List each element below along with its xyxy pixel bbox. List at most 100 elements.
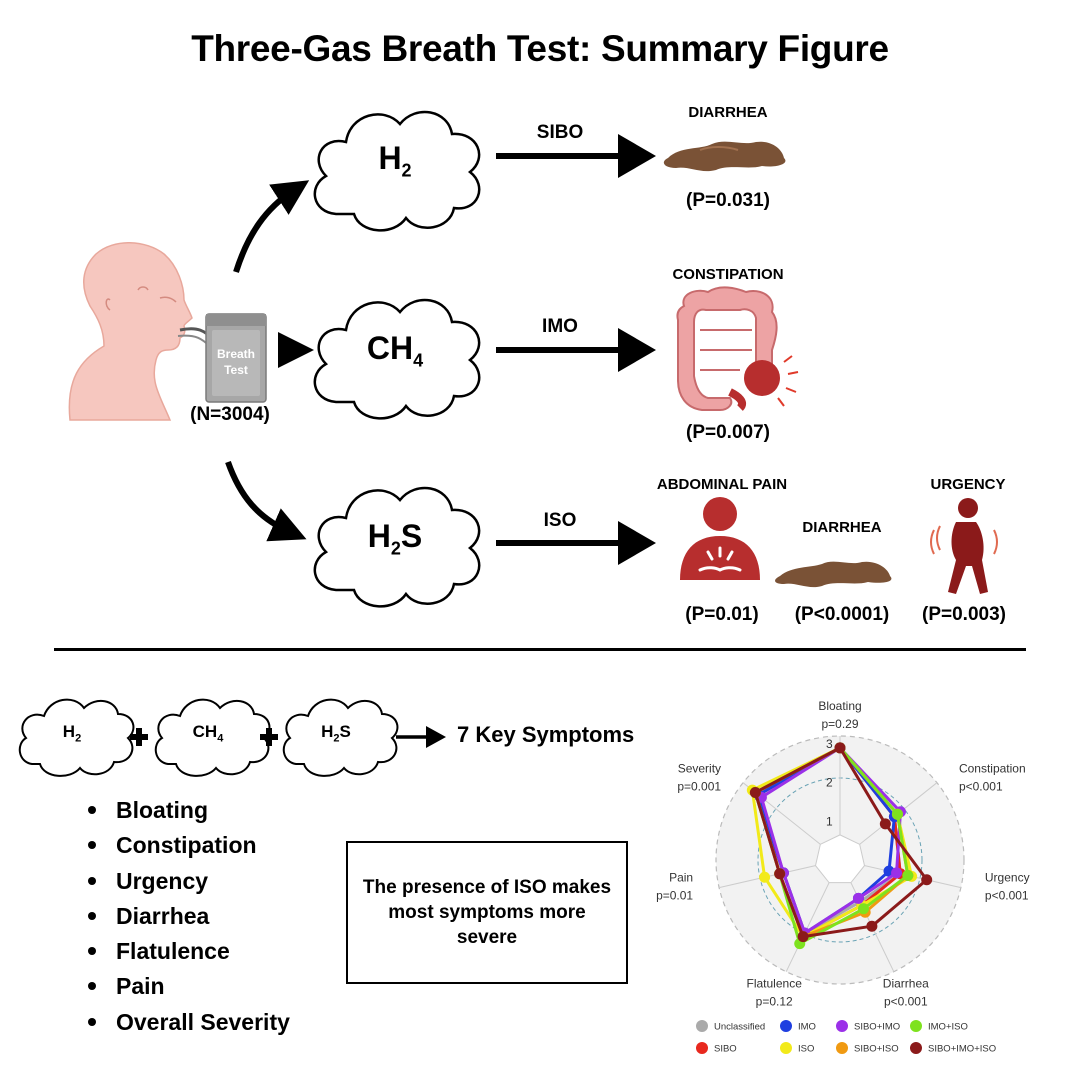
list-item: Flatulence	[88, 936, 290, 971]
radar-point	[879, 818, 891, 830]
legend-swatch	[836, 1042, 848, 1054]
arrow-to-h2	[233, 180, 310, 273]
radar-chart: 123 Bloatingp=0.29Constipationp<0.001Urg…	[656, 699, 1030, 1055]
combo-cloud-ch4	[154, 698, 271, 777]
plus-icon	[130, 728, 278, 746]
list-item: Pain	[88, 971, 290, 1006]
condition-iso: ISO	[543, 510, 577, 531]
radar-point	[891, 867, 903, 879]
gas-label-h2s: H2S	[367, 518, 423, 559]
radar-axis-pvalue: p=0.12	[756, 995, 793, 1009]
pvalue-diarrhea-sibo: (P=0.031)	[686, 190, 770, 211]
legend-swatch	[780, 1020, 792, 1032]
pvalue-constipation: (P=0.007)	[686, 422, 770, 443]
diarrhea-icon	[663, 141, 786, 172]
radar-axis-label: Diarrhea	[883, 977, 929, 991]
radar-point	[902, 869, 914, 881]
cloud-ch4	[313, 298, 481, 420]
symptom-list: Bloating Constipation Urgency Diarrhea F…	[88, 795, 290, 1042]
pvalue-urgency: (P=0.003)	[922, 604, 1006, 625]
radar-ring-label: 2	[826, 776, 833, 790]
radar-series-line	[753, 746, 929, 939]
legend-swatch	[780, 1042, 792, 1054]
legend-label: SIBO	[714, 1044, 737, 1055]
list-item: Diarrhea	[88, 901, 290, 936]
bag-label-line1: Breath	[217, 347, 255, 361]
legend-label: SIBO+IMO	[854, 1022, 900, 1033]
radar-axis-label: Flatulence	[747, 977, 803, 991]
list-item: Overall Severity	[88, 1007, 290, 1042]
sample-size-label: (N=3004)	[190, 404, 270, 425]
section-divider	[54, 648, 1026, 651]
pvalue-abdominal-pain: (P=0.01)	[685, 604, 759, 625]
list-item: Constipation	[88, 830, 290, 865]
list-item: Urgency	[88, 866, 290, 901]
gas-label-h2: H2	[378, 140, 412, 181]
legend-swatch	[836, 1020, 848, 1032]
radar-axis-pvalue: p=0.01	[656, 889, 693, 903]
outcome-label-abdominal-pain: ABDOMINAL PAIN	[656, 476, 788, 493]
person-profile-icon	[68, 242, 193, 421]
legend-label: ISO	[798, 1044, 814, 1055]
gas-label-ch4: CH4	[366, 330, 424, 371]
legend-swatch	[696, 1020, 708, 1032]
combo-label-h2: H2	[62, 722, 82, 745]
radar-point	[759, 871, 771, 883]
bag-label-line2: Test	[224, 363, 248, 377]
radar-ring-label: 3	[826, 737, 833, 751]
condition-imo: IMO	[542, 316, 578, 337]
outcome-label-diarrhea-sibo: DIARRHEA	[688, 104, 768, 121]
combo-cloud-h2	[18, 698, 135, 777]
combo-cloud-h2s	[282, 698, 399, 777]
radar-point	[852, 892, 864, 904]
radar-point	[857, 903, 869, 915]
cloud-h2s	[313, 486, 481, 608]
radar-axis-label: Bloating	[818, 699, 861, 713]
outcome-label-diarrhea-iso: DIARRHEA	[802, 519, 882, 536]
radar-axis-label: Severity	[678, 762, 721, 776]
legend-swatch	[910, 1020, 922, 1032]
radar-point	[774, 868, 786, 880]
urgency-icon	[930, 498, 998, 594]
combo-clouds	[18, 698, 446, 777]
radar-point	[921, 874, 933, 886]
legend-label: Unclassified	[714, 1022, 765, 1033]
combo-label-ch4: CH4	[192, 722, 224, 745]
radar-axis-pvalue: p<0.001	[884, 995, 928, 1009]
figure-title: Three-Gas Breath Test: Summary Figure	[191, 28, 889, 69]
legend-swatch	[696, 1042, 708, 1054]
diarrhea-icon-2	[775, 561, 892, 588]
radar-point	[749, 786, 761, 798]
key-symptoms-label: 7 Key Symptoms	[457, 722, 635, 747]
cloud-h2	[313, 110, 481, 232]
legend-label: SIBO+IMO+ISO	[928, 1044, 996, 1055]
radar-axis-pvalue: p<0.001	[985, 889, 1029, 903]
outcome-label-constipation: CONSTIPATION	[672, 266, 784, 283]
legend-label: IMO+ISO	[928, 1022, 968, 1033]
legend-swatch	[910, 1042, 922, 1054]
radar-point	[891, 808, 903, 820]
flow-diagram: Breath Test	[68, 110, 998, 608]
condition-sibo: SIBO	[536, 122, 584, 143]
radar-axis-label: Urgency	[985, 871, 1030, 885]
list-item: Bloating	[88, 795, 290, 830]
radar-axis-label: Constipation	[959, 762, 1026, 776]
legend-label: SIBO+ISO	[854, 1044, 899, 1055]
radar-point	[834, 742, 846, 754]
combo-label-h2s: H2S	[321, 722, 351, 745]
legend-label: IMO	[798, 1022, 816, 1033]
radar-axis-label: Pain	[669, 871, 693, 885]
abdominal-pain-icon	[680, 497, 760, 580]
radar-point	[866, 920, 878, 932]
iso-note-box: The presence of ISO makes most symptoms …	[346, 841, 628, 984]
radar-axis-pvalue: p=0.29	[821, 717, 858, 731]
colon-icon	[676, 286, 799, 411]
radar-ring-label: 1	[826, 814, 833, 828]
radar-inner-grid	[814, 834, 866, 884]
arrow-to-h2s	[225, 461, 307, 542]
radar-axis-pvalue: p<0.001	[959, 780, 1003, 794]
radar-axis-pvalue: p=0.001	[677, 780, 721, 794]
breath-test-bag-icon	[205, 313, 267, 403]
pvalue-diarrhea-iso: (P<0.0001)	[794, 604, 890, 625]
outcome-label-urgency: URGENCY	[930, 476, 1006, 493]
